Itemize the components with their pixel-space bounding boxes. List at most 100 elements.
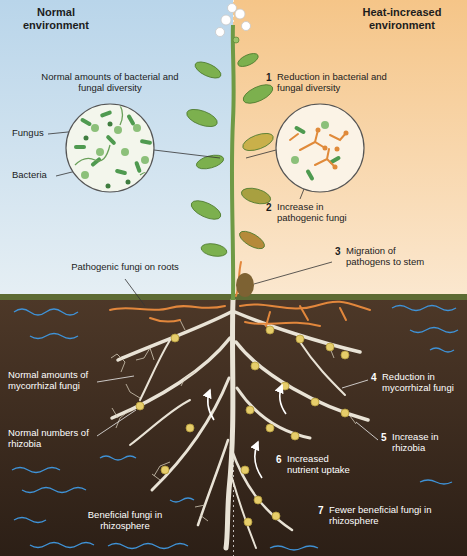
rhizobia-nodules xyxy=(254,496,262,504)
pathogenic-fungi xyxy=(110,306,225,310)
mycorrhizal-fungi xyxy=(112,408,130,428)
magnified-view-heat xyxy=(316,128,349,170)
rhizobia-nodules xyxy=(311,398,319,406)
blue-beneficial-fungi xyxy=(30,334,78,339)
blue-beneficial-fungi xyxy=(108,544,188,549)
plant-leaves xyxy=(200,242,228,258)
magnified-view-normal xyxy=(66,104,154,192)
rhizobia-nodules xyxy=(266,326,274,334)
magnified-view-heat xyxy=(323,146,328,151)
soil-leader-lines xyxy=(97,410,136,436)
plant-flowers xyxy=(221,15,231,25)
leader-lines xyxy=(154,150,220,158)
magnified-view-normal xyxy=(74,145,86,149)
callout-number: 2 xyxy=(266,202,276,214)
plant-roots xyxy=(232,478,256,548)
annotation-label: Reduction in bacterial and fungal divers… xyxy=(277,72,389,94)
blue-beneficial-fungi xyxy=(14,518,46,523)
callout-number: 3 xyxy=(335,246,345,258)
annotation-label: Migration of pathogens to stem xyxy=(346,246,438,268)
magnified-view-normal xyxy=(126,114,135,126)
rhizobia-nodules xyxy=(251,362,259,370)
plant-leaves xyxy=(185,51,276,258)
blue-beneficial-fungi xyxy=(100,456,136,460)
background xyxy=(0,0,234,300)
plant-roots xyxy=(235,312,360,352)
magnified-view-normal xyxy=(115,169,128,176)
plant-leaves xyxy=(236,51,260,69)
plant-flowers xyxy=(216,4,251,44)
plant-roots xyxy=(130,400,190,445)
plant-flowers xyxy=(216,28,225,37)
magnified-view-normal xyxy=(114,126,122,134)
nutrient-arrows xyxy=(208,390,214,420)
soil-leader-lines xyxy=(342,380,368,388)
magnified-view-normal xyxy=(75,105,154,177)
plant-leaves xyxy=(241,81,276,107)
soil-leader-lines xyxy=(97,376,378,440)
leader-lines xyxy=(246,150,276,158)
mycorrhizal-fungi xyxy=(111,354,125,372)
blue-beneficial-fungi xyxy=(430,348,454,352)
magnified-view-normal xyxy=(126,180,131,185)
plant-roots xyxy=(140,340,170,400)
magnified-view-normal xyxy=(100,110,113,118)
magnified-view-normal xyxy=(105,134,116,145)
magnified-view-heat xyxy=(276,104,364,192)
magnified-view-normal xyxy=(74,105,154,189)
magnified-view-normal xyxy=(141,156,149,164)
annotation-label: Reduction in mycorrhizal fungi xyxy=(382,372,462,394)
plant-roots xyxy=(231,448,292,530)
plant-stem xyxy=(236,273,254,297)
plant-roots xyxy=(237,388,310,438)
magnified-view-normal xyxy=(121,148,129,156)
magnified-view-normal xyxy=(134,161,142,174)
magnified-view-normal xyxy=(91,124,99,132)
panel-heading: Normal environment xyxy=(6,6,106,31)
plant-flowers xyxy=(228,4,237,13)
magnified-view-heat xyxy=(316,128,321,133)
annotation-label: Increase in pathogenic fungi xyxy=(277,202,359,224)
magnified-view-normal xyxy=(108,122,113,127)
blue-beneficial-fungi xyxy=(420,480,452,484)
blue-beneficial-fungi xyxy=(14,309,78,315)
magnified-view-normal xyxy=(66,104,154,192)
callout-number: 7 xyxy=(318,505,328,517)
blue-beneficial-fungi xyxy=(270,546,318,550)
magnified-view-heat xyxy=(291,121,329,164)
magnified-view-heat xyxy=(294,125,306,134)
blue-beneficial-fungi xyxy=(12,468,60,473)
magnified-view-normal xyxy=(140,139,153,145)
plant-flowers xyxy=(235,9,245,19)
rhizobia-nodules xyxy=(186,424,194,432)
plant-leaves xyxy=(193,59,223,82)
callout-number: 4 xyxy=(371,372,381,384)
environment-panel: Normal environment xyxy=(0,0,233,296)
annotation-label: Increased nutrient uptake xyxy=(287,454,363,476)
pathogenic-fungi xyxy=(266,306,346,326)
plant-roots xyxy=(300,342,345,395)
mycorrhizal-fungi xyxy=(330,348,356,424)
rhizobia-nodules xyxy=(341,409,349,417)
nutrient-arrows xyxy=(255,442,262,478)
annotation-label: Increase in rhizobia xyxy=(392,432,458,454)
pathogenic-fungi xyxy=(245,322,320,326)
rhizobia-nodules xyxy=(272,512,280,520)
magnified-view-normal xyxy=(81,171,89,179)
magnified-view-normal xyxy=(80,117,92,126)
rhizobia-nodules xyxy=(266,424,274,432)
rhizobia-nodules xyxy=(341,351,349,359)
magnified-view-heat xyxy=(290,121,349,181)
annotation-label: Normal amounts of mycorrhizal fungi xyxy=(8,370,94,392)
magnified-view-heat xyxy=(335,147,340,152)
annotation-label: Normal amounts of bacterial and fungal d… xyxy=(40,72,180,94)
plant-flowers xyxy=(242,22,251,31)
plant-roots xyxy=(112,338,230,418)
blue-beneficial-fungi xyxy=(30,543,94,548)
rhizobia-nodules xyxy=(246,406,254,414)
rhizobia-nodules xyxy=(136,326,349,526)
blue-beneficial-fungi xyxy=(22,488,86,493)
